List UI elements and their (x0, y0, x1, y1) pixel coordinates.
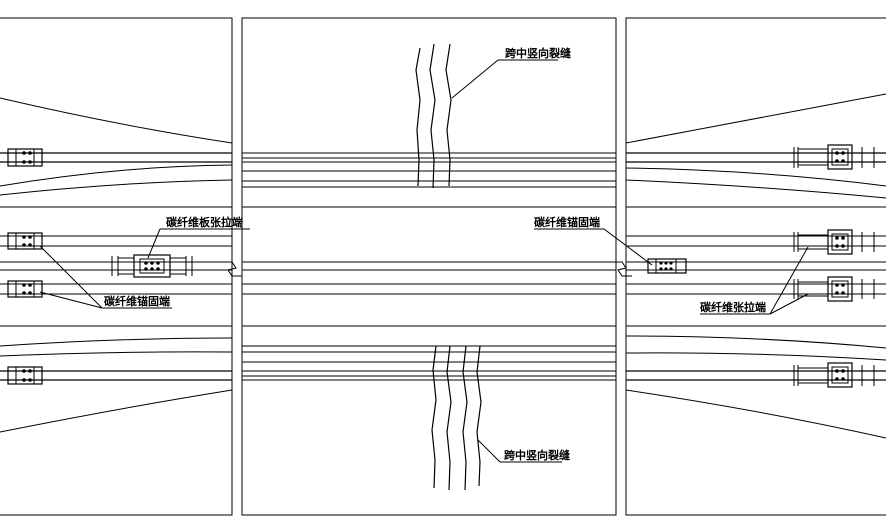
crack-leader-bottom (477, 439, 501, 463)
crack-lines-bottom (431, 345, 482, 491)
bottom-beam: 跨中竖向裂缝 (0, 335, 886, 491)
break-mark-right (614, 261, 632, 277)
break-mark-left (222, 261, 242, 277)
tension-device-bottom-right (793, 362, 875, 388)
tension-device-mid-right-lower (793, 276, 875, 302)
leader-anchor-center (603, 228, 653, 266)
middle-beam: 碳纤维板张拉端 碳纤维锚固端 碳纤维锚固端 碳纤维张拉端 (0, 215, 886, 315)
crack-leader-top (451, 59, 499, 99)
right-panel (625, 17, 886, 516)
label-anchor-fixed-end-left: 碳纤维锚固端 (104, 294, 170, 308)
leader-anchor-left-upper (39, 245, 103, 309)
anchor-device-bottom-left (7, 366, 43, 385)
panel-frames (0, 17, 886, 516)
leader-anchor-left-lower (39, 291, 103, 309)
tension-device-top-right (793, 144, 875, 170)
plate-tension-device (111, 254, 193, 278)
anchor-device-mid-left-upper (7, 232, 43, 250)
leader-tension-right-upper (769, 246, 809, 315)
left-panel (0, 17, 233, 516)
crack-lines-top (415, 43, 452, 189)
anchor-device-top-left (7, 148, 43, 167)
center-panel (241, 17, 617, 516)
leader-tension-right-lower (769, 293, 809, 315)
crack-label-bottom: 跨中竖向裂缝 (504, 448, 570, 462)
label-plate-tension-end: 碳纤维板张拉端 (166, 215, 243, 229)
top-beam: 跨中竖向裂缝 (0, 43, 886, 199)
crack-label-top: 跨中竖向裂缝 (505, 46, 571, 60)
label-anchor-fixed-end-center: 碳纤维锚固端 (534, 215, 600, 229)
beam-band-dividers (0, 206, 886, 327)
leader-plate-tension (147, 228, 161, 259)
anchor-device-mid-center (647, 258, 687, 274)
anchor-device-mid-left-lower (7, 280, 43, 298)
tension-device-mid-right-upper (793, 229, 875, 255)
label-tension-end-right: 碳纤维张拉端 (700, 300, 766, 314)
